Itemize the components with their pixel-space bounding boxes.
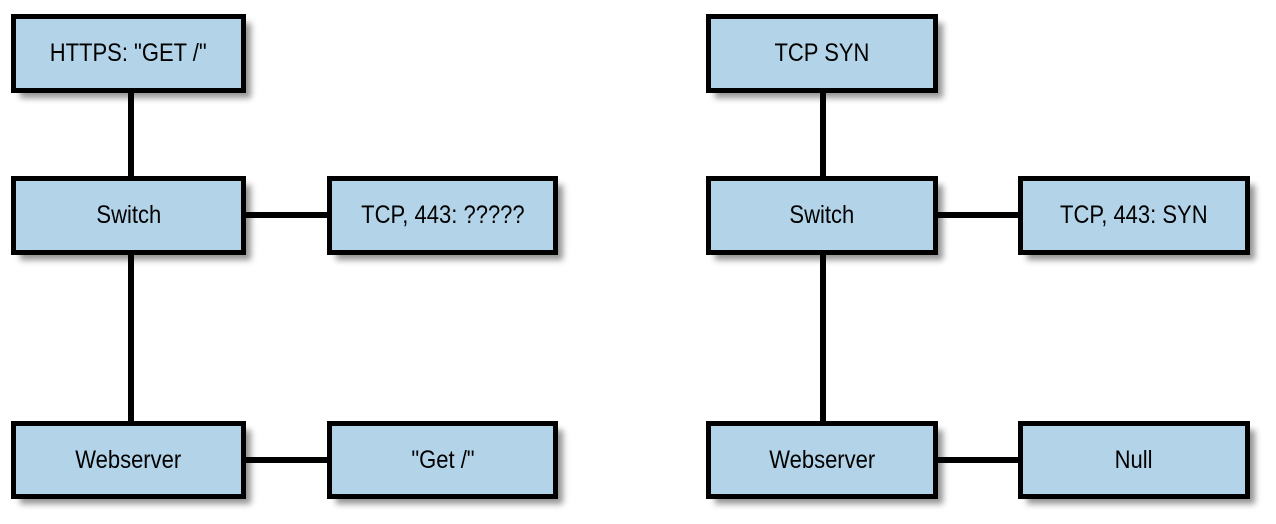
connector-webserver-to-get xyxy=(243,457,330,463)
https-get-box-label: HTTPS: "GET /" xyxy=(49,39,207,67)
connector-top-to-switch xyxy=(128,90,134,179)
webserver-box-label: Webserver xyxy=(75,445,182,474)
connector-switch-to-tcp xyxy=(243,212,330,218)
null-box[interactable]: Null xyxy=(1018,421,1250,499)
connector-switch-to-tcp xyxy=(935,212,1021,218)
webserver-box[interactable]: Webserver xyxy=(706,421,938,499)
connector-switch-to-webserver xyxy=(820,252,826,424)
switch-box-label: Switch xyxy=(789,201,855,229)
get-slash-box[interactable]: "Get /" xyxy=(327,421,558,499)
tcp-syn-box-label: TCP SYN xyxy=(774,39,870,67)
connector-top-to-switch xyxy=(820,90,826,179)
tcp-syn-box[interactable]: TCP SYN xyxy=(706,14,938,93)
connector-webserver-to-null xyxy=(935,457,1021,463)
webserver-box-label: Webserver xyxy=(769,445,875,474)
tcp-443-syn-box-label: TCP, 443: SYN xyxy=(1060,201,1208,229)
tcp-443-unknown-box[interactable]: TCP, 443: ????? xyxy=(327,176,558,255)
switch-box[interactable]: Switch xyxy=(11,176,246,255)
connector-switch-to-webserver xyxy=(128,252,134,424)
switch-box[interactable]: Switch xyxy=(706,176,938,255)
webserver-box[interactable]: Webserver xyxy=(11,421,246,499)
tcp-443-unknown-box-label: TCP, 443: ????? xyxy=(360,201,525,229)
get-slash-box-label: "Get /" xyxy=(410,445,475,474)
https-get-box[interactable]: HTTPS: "GET /" xyxy=(11,14,246,93)
tcp-443-syn-box[interactable]: TCP, 443: SYN xyxy=(1018,176,1250,255)
switch-box-label: Switch xyxy=(96,201,161,229)
null-box-label: Null xyxy=(1115,445,1153,474)
